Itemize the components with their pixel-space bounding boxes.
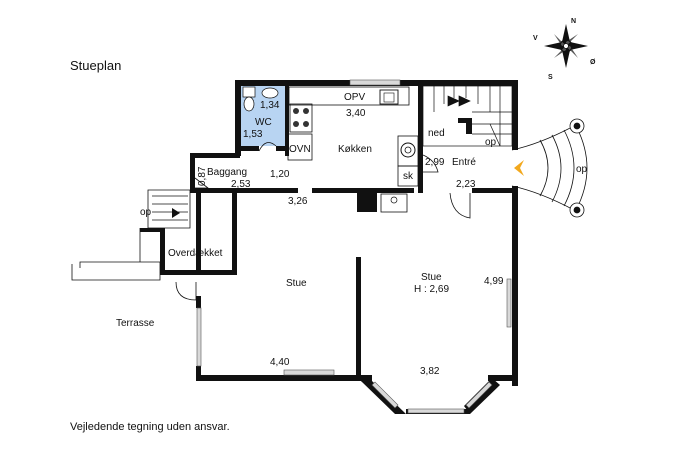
- wc-dimension-2: 1,53: [243, 129, 263, 140]
- oven-label: OVN: [289, 144, 311, 155]
- terrace-outline: [71, 189, 191, 281]
- entre-dimension-1: 2,99: [425, 157, 445, 168]
- kitchen-label: Køkken: [338, 144, 372, 155]
- entre-label: Entré: [452, 157, 476, 168]
- stue-left-label: Stue: [286, 278, 307, 289]
- compass-icon: N S V Ø: [533, 18, 596, 81]
- staircase: [422, 85, 513, 147]
- plan-title: Stueplan: [70, 58, 121, 73]
- opv-label: OPV: [344, 92, 365, 103]
- compass-west-label: V: [533, 35, 538, 42]
- baggang-dimension-1: 0,87: [197, 166, 208, 186]
- kitchen-dimension: 3,40: [346, 108, 366, 119]
- disclaimer: Vejledende tegning uden ansvar.: [70, 421, 230, 433]
- baggang-dimension-3: 1,20: [270, 169, 290, 180]
- entre-dimension-2: 2,23: [456, 179, 476, 190]
- doors: [172, 154, 471, 301]
- stue-right-height: H : 2,69: [414, 284, 449, 295]
- room-labels: 1,34 WC 1,53 OPV 3,40 Køkken OVN sk ned …: [116, 92, 588, 377]
- stue-left-dimension: 4,40: [270, 357, 290, 368]
- stue-right-dimension-2: 3,82: [420, 366, 440, 377]
- baggang-dimension-2: 2,53: [231, 179, 251, 190]
- stue-right-dimension-1: 4,99: [484, 276, 504, 287]
- stue-right-label: Stue: [421, 272, 442, 283]
- wc-label: WC: [255, 117, 272, 128]
- overdaekket-label: Overdækket: [168, 248, 223, 259]
- windows: [196, 79, 512, 414]
- stairs-up-label: op: [485, 137, 497, 148]
- stairs-down-label: ned: [428, 128, 445, 139]
- walls: [140, 80, 518, 414]
- kitchen-fixtures: [287, 86, 419, 213]
- entrance-steps: [511, 118, 588, 218]
- wc-dimension-1: 1,34: [260, 100, 280, 111]
- wc-fixtures: [242, 86, 279, 152]
- outside-stairs-label: op: [576, 164, 588, 175]
- compass-south-label: S: [548, 74, 553, 81]
- compass-east-label: Ø: [590, 59, 596, 66]
- terrasse-label: Terrasse: [116, 318, 155, 329]
- corridor-dimension: 3,26: [288, 196, 308, 207]
- sk-label: sk: [403, 171, 414, 182]
- terrace-stairs-label: op: [140, 207, 152, 218]
- compass-north-label: N: [571, 18, 576, 25]
- baggang-label: Baggang: [207, 167, 247, 178]
